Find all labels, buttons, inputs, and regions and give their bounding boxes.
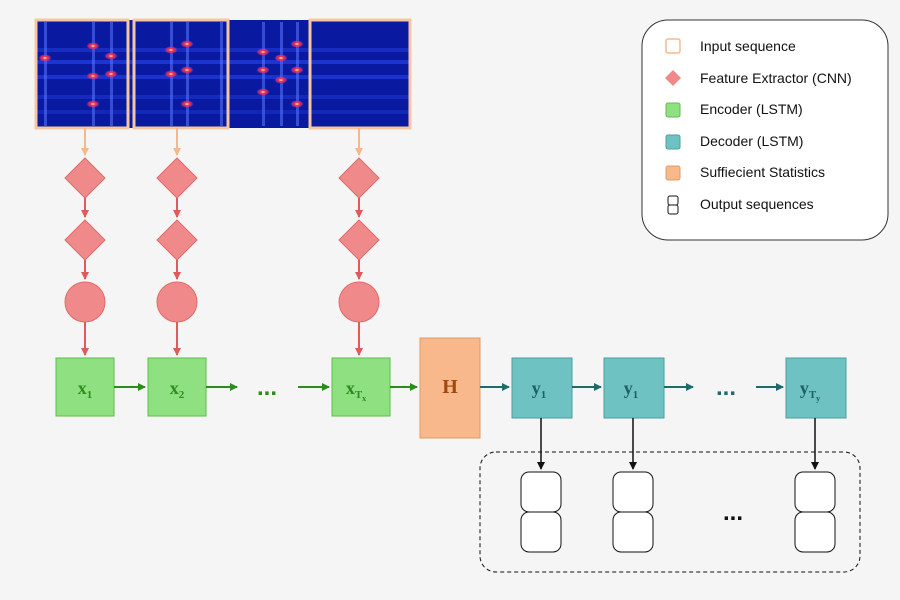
spectrogram-hotspot — [274, 54, 288, 62]
input-frame-1 — [34, 18, 130, 130]
encoder-node-n-label: xTx — [346, 378, 366, 403]
spectrogram-features — [36, 22, 410, 126]
encoder-ellipsis: ... — [257, 374, 277, 401]
spectrogram-hotspot — [164, 70, 178, 78]
cnn-layer-diamond — [156, 157, 198, 199]
legend-input-swatch — [665, 38, 681, 54]
spectrogram-hotspot — [38, 54, 52, 62]
decoder-node-n: yTy — [785, 357, 847, 419]
legend-cnn-label: Feature Extractor (CNN) — [700, 70, 852, 86]
cnn-layer-diamond — [338, 219, 380, 261]
spectrogram-hotspot — [256, 48, 270, 56]
spectrogram-hotspot — [180, 66, 194, 74]
cnn-column-3 — [338, 128, 380, 356]
decoder-node-2: y1 — [603, 357, 665, 419]
encoder-node-n: xTx — [331, 357, 391, 417]
encoder-node-1-label: x1 — [78, 378, 93, 401]
spectrogram-hotspot — [164, 46, 178, 54]
encoder-node-2: x2 — [147, 357, 207, 417]
cnn-layer-diamond — [64, 157, 106, 199]
legend-decoder-label: Decoder (LSTM) — [700, 133, 803, 149]
output-ellipsis: ... — [723, 499, 743, 526]
spectrogram-hotspot — [180, 100, 194, 108]
spectrogram-hotspot — [180, 40, 194, 48]
spectrogram-hotspot — [290, 40, 304, 48]
legend-stats-label: Suffiecient Statistics — [700, 164, 825, 180]
input-sequence-strip — [34, 18, 412, 130]
spectrogram-hotspot — [86, 42, 100, 50]
decoder-node-1-label: y1 — [532, 378, 547, 401]
legend-input-label: Input sequence — [700, 38, 796, 54]
decoder-node-n-label: yTy — [800, 378, 820, 403]
stats-node: H — [419, 337, 481, 439]
cnn-column-1 — [64, 128, 106, 356]
spectrogram-hotspot — [256, 88, 270, 96]
spectrogram-hotspot — [256, 66, 270, 74]
decoder-node-1: y1 — [511, 357, 573, 419]
cnn-layer-diamond — [64, 219, 106, 261]
spectrogram-hotspot — [290, 100, 304, 108]
cnn-layer-diamond — [156, 219, 198, 261]
output-container — [479, 451, 861, 573]
spectrogram-streak — [44, 22, 47, 126]
encoder-node-2-label: x2 — [170, 378, 185, 401]
output-cell-n — [794, 471, 836, 553]
output-cell-2 — [612, 471, 654, 553]
decoder-ellipsis: ... — [716, 374, 736, 401]
spectrogram-streak — [262, 22, 265, 126]
spectrogram-hotspot — [86, 72, 100, 80]
legend-encoder-label: Encoder (LSTM) — [700, 101, 803, 117]
spectrogram-hotspot — [104, 52, 118, 60]
output-sequences: ... — [479, 418, 861, 573]
spectrogram-streak — [220, 22, 223, 126]
legend-output-swatch — [667, 195, 679, 215]
cnn-pool-node — [338, 281, 380, 323]
feature-extractor-columns — [64, 128, 380, 356]
cnn-pool-node — [156, 281, 198, 323]
decoder-row: y1 y1 ... yTy — [480, 357, 847, 419]
encoder-node-1: x1 — [55, 357, 115, 417]
spectrogram-hotspot — [104, 70, 118, 78]
spectrogram-hotspot — [290, 66, 304, 74]
cnn-column-2 — [156, 128, 198, 356]
cnn-pool-node — [64, 281, 106, 323]
output-cell-1 — [520, 471, 562, 553]
stats-node-label: H — [442, 376, 458, 398]
spectrogram-hotspot — [274, 76, 288, 84]
encoder-row: x1 x2 ... xTx — [55, 357, 418, 417]
spectrogram-streak — [186, 22, 189, 126]
legend-output-label: Output sequences — [700, 196, 814, 212]
input-frame-2 — [132, 18, 230, 130]
legend-stats-swatch — [665, 165, 681, 181]
cnn-layer-diamond — [338, 157, 380, 199]
spectrogram-streak — [280, 22, 283, 126]
legend-decoder-swatch — [665, 134, 681, 150]
legend-box — [641, 19, 889, 241]
legend-cnn-swatch — [665, 70, 681, 86]
spectrogram-hotspot — [86, 100, 100, 108]
decoder-node-2-label: y1 — [624, 378, 639, 401]
legend: Input sequence Feature Extractor (CNN) E… — [641, 19, 889, 241]
legend-encoder-swatch — [665, 102, 681, 118]
spectrogram-streak — [296, 22, 299, 126]
